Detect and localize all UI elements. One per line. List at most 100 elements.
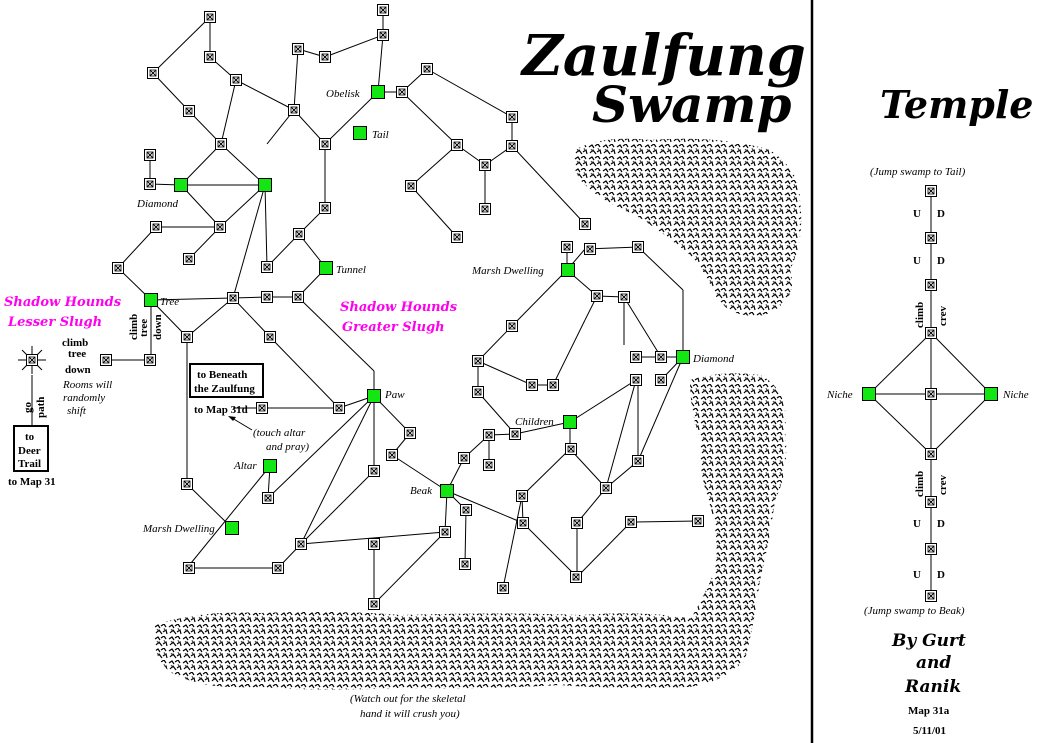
room[interactable] xyxy=(618,291,630,303)
room[interactable] xyxy=(517,517,529,529)
special-room-obelisk[interactable] xyxy=(371,85,385,99)
room[interactable] xyxy=(571,517,583,529)
special-room-diamond-left[interactable] xyxy=(174,178,188,192)
room[interactable] xyxy=(292,43,304,55)
room[interactable] xyxy=(396,86,408,98)
room[interactable] xyxy=(204,51,216,63)
room[interactable] xyxy=(227,292,239,304)
room[interactable] xyxy=(181,478,193,490)
to-map-31d[interactable]: to Map 31d xyxy=(194,404,248,416)
room[interactable] xyxy=(293,228,305,240)
special-room-paw[interactable] xyxy=(367,389,381,403)
room[interactable] xyxy=(147,67,159,79)
room[interactable] xyxy=(483,429,495,441)
room[interactable] xyxy=(483,459,495,471)
room[interactable] xyxy=(458,452,470,464)
room[interactable] xyxy=(565,443,577,455)
room[interactable] xyxy=(459,558,471,570)
room[interactable] xyxy=(183,562,195,574)
room[interactable] xyxy=(472,355,484,367)
room[interactable] xyxy=(479,203,491,215)
temple-room[interactable] xyxy=(925,388,937,400)
special-room-tail[interactable] xyxy=(353,126,367,140)
special-room-altar[interactable] xyxy=(263,459,277,473)
room[interactable] xyxy=(547,379,559,391)
temple-room[interactable] xyxy=(925,185,937,197)
room[interactable] xyxy=(625,516,637,528)
special-room-children[interactable] xyxy=(563,415,577,429)
temple-room[interactable] xyxy=(925,448,937,460)
room[interactable] xyxy=(526,379,538,391)
room[interactable] xyxy=(204,11,216,23)
temple-room[interactable] xyxy=(925,590,937,602)
room[interactable] xyxy=(591,290,603,302)
room[interactable] xyxy=(368,538,380,550)
room[interactable] xyxy=(256,402,268,414)
room[interactable] xyxy=(451,139,463,151)
special-room-niche-right[interactable] xyxy=(984,387,998,401)
room[interactable] xyxy=(272,562,284,574)
room[interactable] xyxy=(460,504,472,516)
room[interactable] xyxy=(570,571,582,583)
temple-room[interactable] xyxy=(925,496,937,508)
special-room-beak[interactable] xyxy=(440,484,454,498)
deer-trail-box[interactable] xyxy=(13,425,49,472)
room[interactable] xyxy=(333,402,345,414)
room[interactable] xyxy=(100,354,112,366)
room[interactable] xyxy=(215,138,227,150)
room[interactable] xyxy=(368,598,380,610)
temple-room[interactable] xyxy=(925,279,937,291)
room[interactable] xyxy=(377,29,389,41)
room[interactable] xyxy=(214,221,226,233)
room[interactable] xyxy=(479,159,491,171)
room[interactable] xyxy=(261,261,273,273)
room[interactable] xyxy=(368,465,380,477)
room[interactable] xyxy=(561,241,573,253)
to-map-31[interactable]: to Map 31 xyxy=(8,476,56,488)
room[interactable] xyxy=(404,427,416,439)
room[interactable] xyxy=(655,351,667,363)
room[interactable] xyxy=(262,492,274,504)
room[interactable] xyxy=(655,374,667,386)
room[interactable] xyxy=(230,74,242,86)
special-room-tunnel[interactable] xyxy=(319,261,333,275)
room[interactable] xyxy=(584,243,596,255)
beneath-zaulfung-box[interactable] xyxy=(189,363,264,398)
room[interactable] xyxy=(386,449,398,461)
room[interactable] xyxy=(509,428,521,440)
room[interactable] xyxy=(377,4,389,16)
room[interactable] xyxy=(288,104,300,116)
room[interactable] xyxy=(632,455,644,467)
room[interactable] xyxy=(692,515,704,527)
temple-room[interactable] xyxy=(925,232,937,244)
special-room-marsh-dwelling-left[interactable] xyxy=(225,521,239,535)
special-room-diamond-right[interactable] xyxy=(676,350,690,364)
room[interactable] xyxy=(183,105,195,117)
room[interactable] xyxy=(264,331,276,343)
room[interactable] xyxy=(150,221,162,233)
room[interactable] xyxy=(405,180,417,192)
room[interactable] xyxy=(144,178,156,190)
room[interactable] xyxy=(630,351,642,363)
room[interactable] xyxy=(261,291,273,303)
special-room-marsh-dwelling-right[interactable] xyxy=(561,263,575,277)
room[interactable] xyxy=(421,63,433,75)
room[interactable] xyxy=(295,538,307,550)
room[interactable] xyxy=(26,354,38,366)
room[interactable] xyxy=(632,241,644,253)
room[interactable] xyxy=(579,218,591,230)
special-room-diamond-mid[interactable] xyxy=(258,178,272,192)
room[interactable] xyxy=(144,149,156,161)
room[interactable] xyxy=(451,231,463,243)
room[interactable] xyxy=(292,291,304,303)
room[interactable] xyxy=(183,253,195,265)
room[interactable] xyxy=(439,526,451,538)
room[interactable] xyxy=(630,374,642,386)
temple-room[interactable] xyxy=(925,543,937,555)
room[interactable] xyxy=(600,482,612,494)
room[interactable] xyxy=(516,490,528,502)
room[interactable] xyxy=(506,111,518,123)
temple-room[interactable] xyxy=(925,327,937,339)
room[interactable] xyxy=(319,51,331,63)
room[interactable] xyxy=(181,331,193,343)
